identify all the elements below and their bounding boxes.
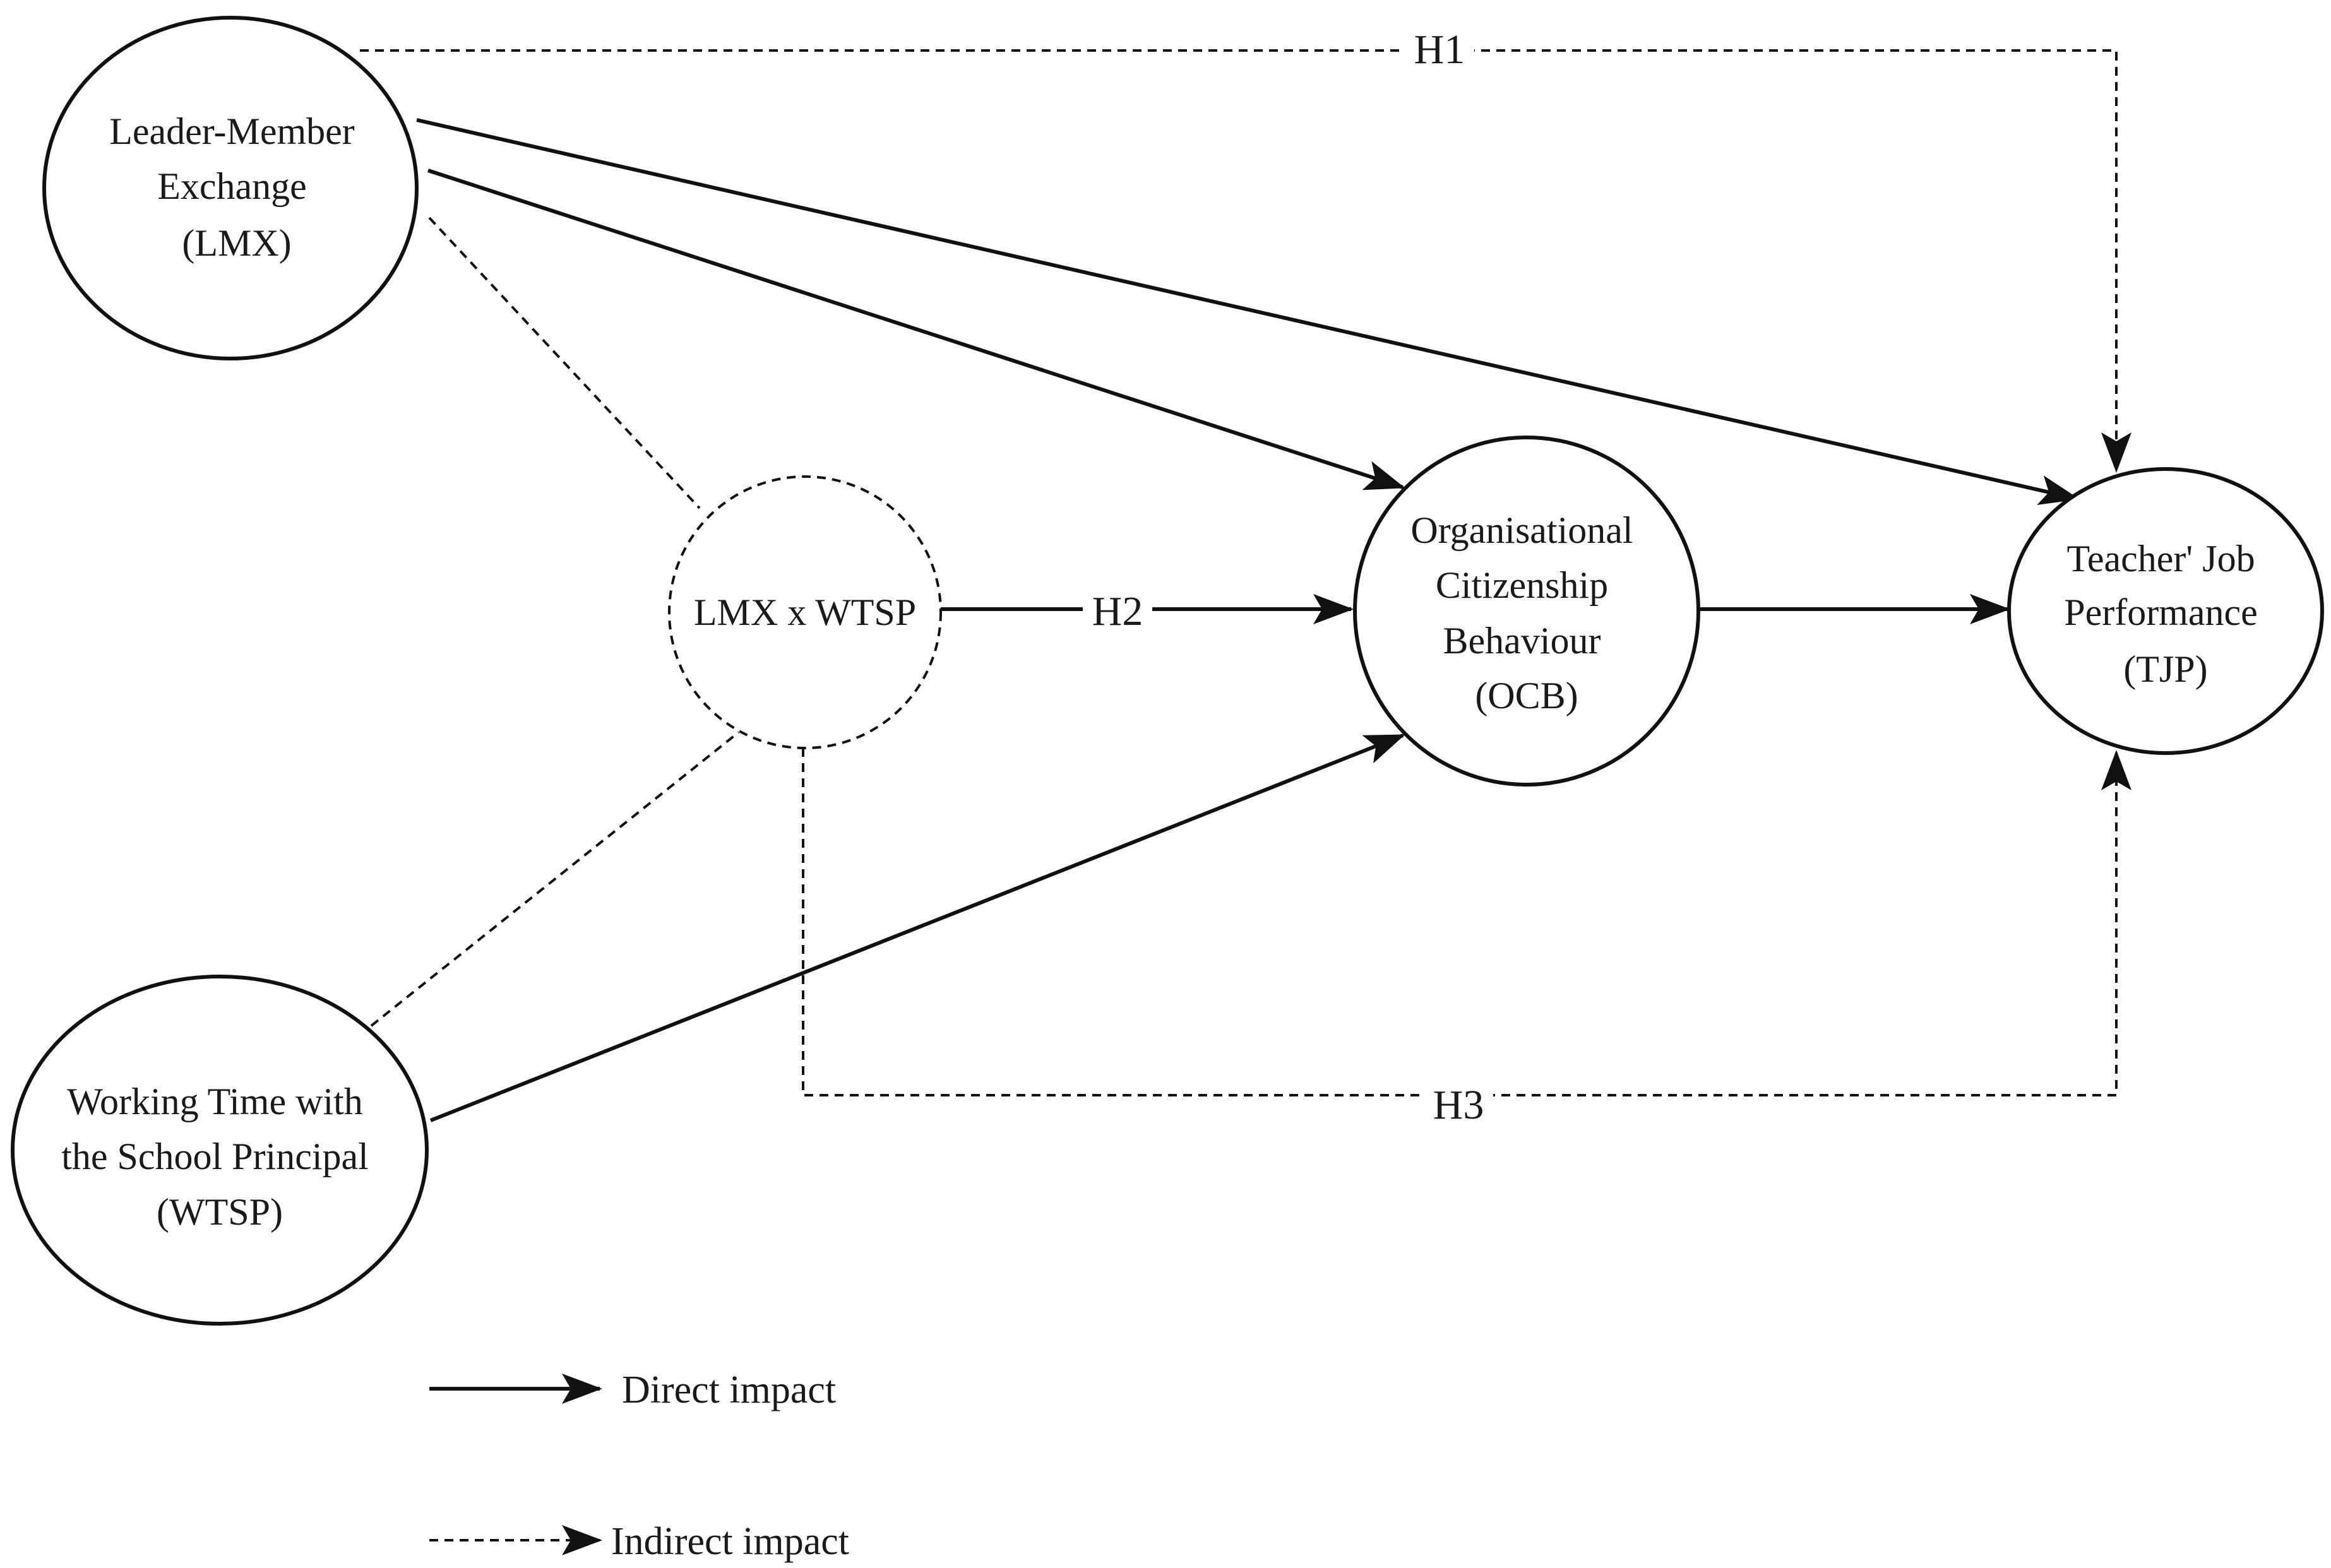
node-wtsp-line-1: Working Time with [67, 1081, 363, 1122]
legend: Direct impact Indirect impact [429, 1369, 849, 1563]
legend-direct: Direct impact [429, 1369, 836, 1411]
lmx-to-ocb-arrow [427, 169, 1405, 490]
legend-direct-label: Direct impact [622, 1369, 836, 1411]
node-tjp-line-3: (TJP) [2123, 648, 2207, 690]
h2-label: H2 [1083, 584, 1152, 634]
svg-text:Teacher' Job Performance: Teacher' Job Performance (TJP) [2064, 538, 2267, 690]
node-lmx-line-3: (LMX) [182, 222, 291, 264]
h3-indirect-path [802, 748, 2131, 1096]
node-ocb: Organisational Citizenship Behaviour (OC… [1353, 436, 1700, 787]
node-lmx: Leader-Member Exchange (LMX) [42, 16, 419, 360]
node-ocb-line-4: (OCB) [1475, 675, 1578, 716]
legend-indirect: Indirect impact [429, 1520, 849, 1563]
node-interaction: LMX x WTSP [668, 475, 942, 749]
node-interaction-line-1: LMX x WTSP [694, 591, 916, 633]
svg-text:H1: H1 [1414, 27, 1465, 73]
svg-text:Leader-Member Exchange: Leader-Member Exchange (LMX) [109, 110, 364, 264]
node-ocb-line-1: Organisational [1410, 509, 1633, 551]
node-lmx-line-2: Exchange [157, 165, 307, 207]
wtsp-to-interaction-link [370, 731, 740, 1027]
h1-label: H1 [1405, 24, 1474, 74]
node-wtsp-line-3: (WTSP) [157, 1191, 283, 1233]
lmx-to-interaction-link [428, 217, 701, 509]
svg-text:H3: H3 [1433, 1082, 1484, 1128]
node-tjp-line-1: Teacher' Job [2066, 538, 2255, 579]
node-lmx-line-1: Leader-Member [109, 110, 355, 152]
node-ocb-line-3: Behaviour [1443, 620, 1601, 662]
lmx-to-tjp-arrow [416, 118, 2080, 506]
svg-text:Organisational Citizensh: Organisational Citizenship Behaviour (OC… [1410, 509, 1642, 716]
svg-text:LMX x WTSP: LMX x WTSP [694, 591, 916, 633]
svg-text:H2: H2 [1092, 588, 1143, 634]
node-wtsp: Working Time with the School Principal (… [11, 975, 429, 1326]
node-tjp: Teacher' Job Performance (TJP) [2007, 467, 2324, 755]
node-ocb-line-2: Citizenship [1436, 564, 1608, 606]
svg-text:Working Time with the Sc: Working Time with the School Principal (… [61, 1081, 378, 1233]
h3-label: H3 [1424, 1079, 1493, 1130]
wtsp-to-ocb-arrow [429, 734, 1405, 1122]
node-wtsp-line-2: the School Principal [61, 1136, 369, 1177]
h1-indirect-path [360, 49, 2131, 473]
legend-indirect-label: Indirect impact [611, 1520, 849, 1563]
node-tjp-line-2: Performance [2064, 591, 2258, 633]
